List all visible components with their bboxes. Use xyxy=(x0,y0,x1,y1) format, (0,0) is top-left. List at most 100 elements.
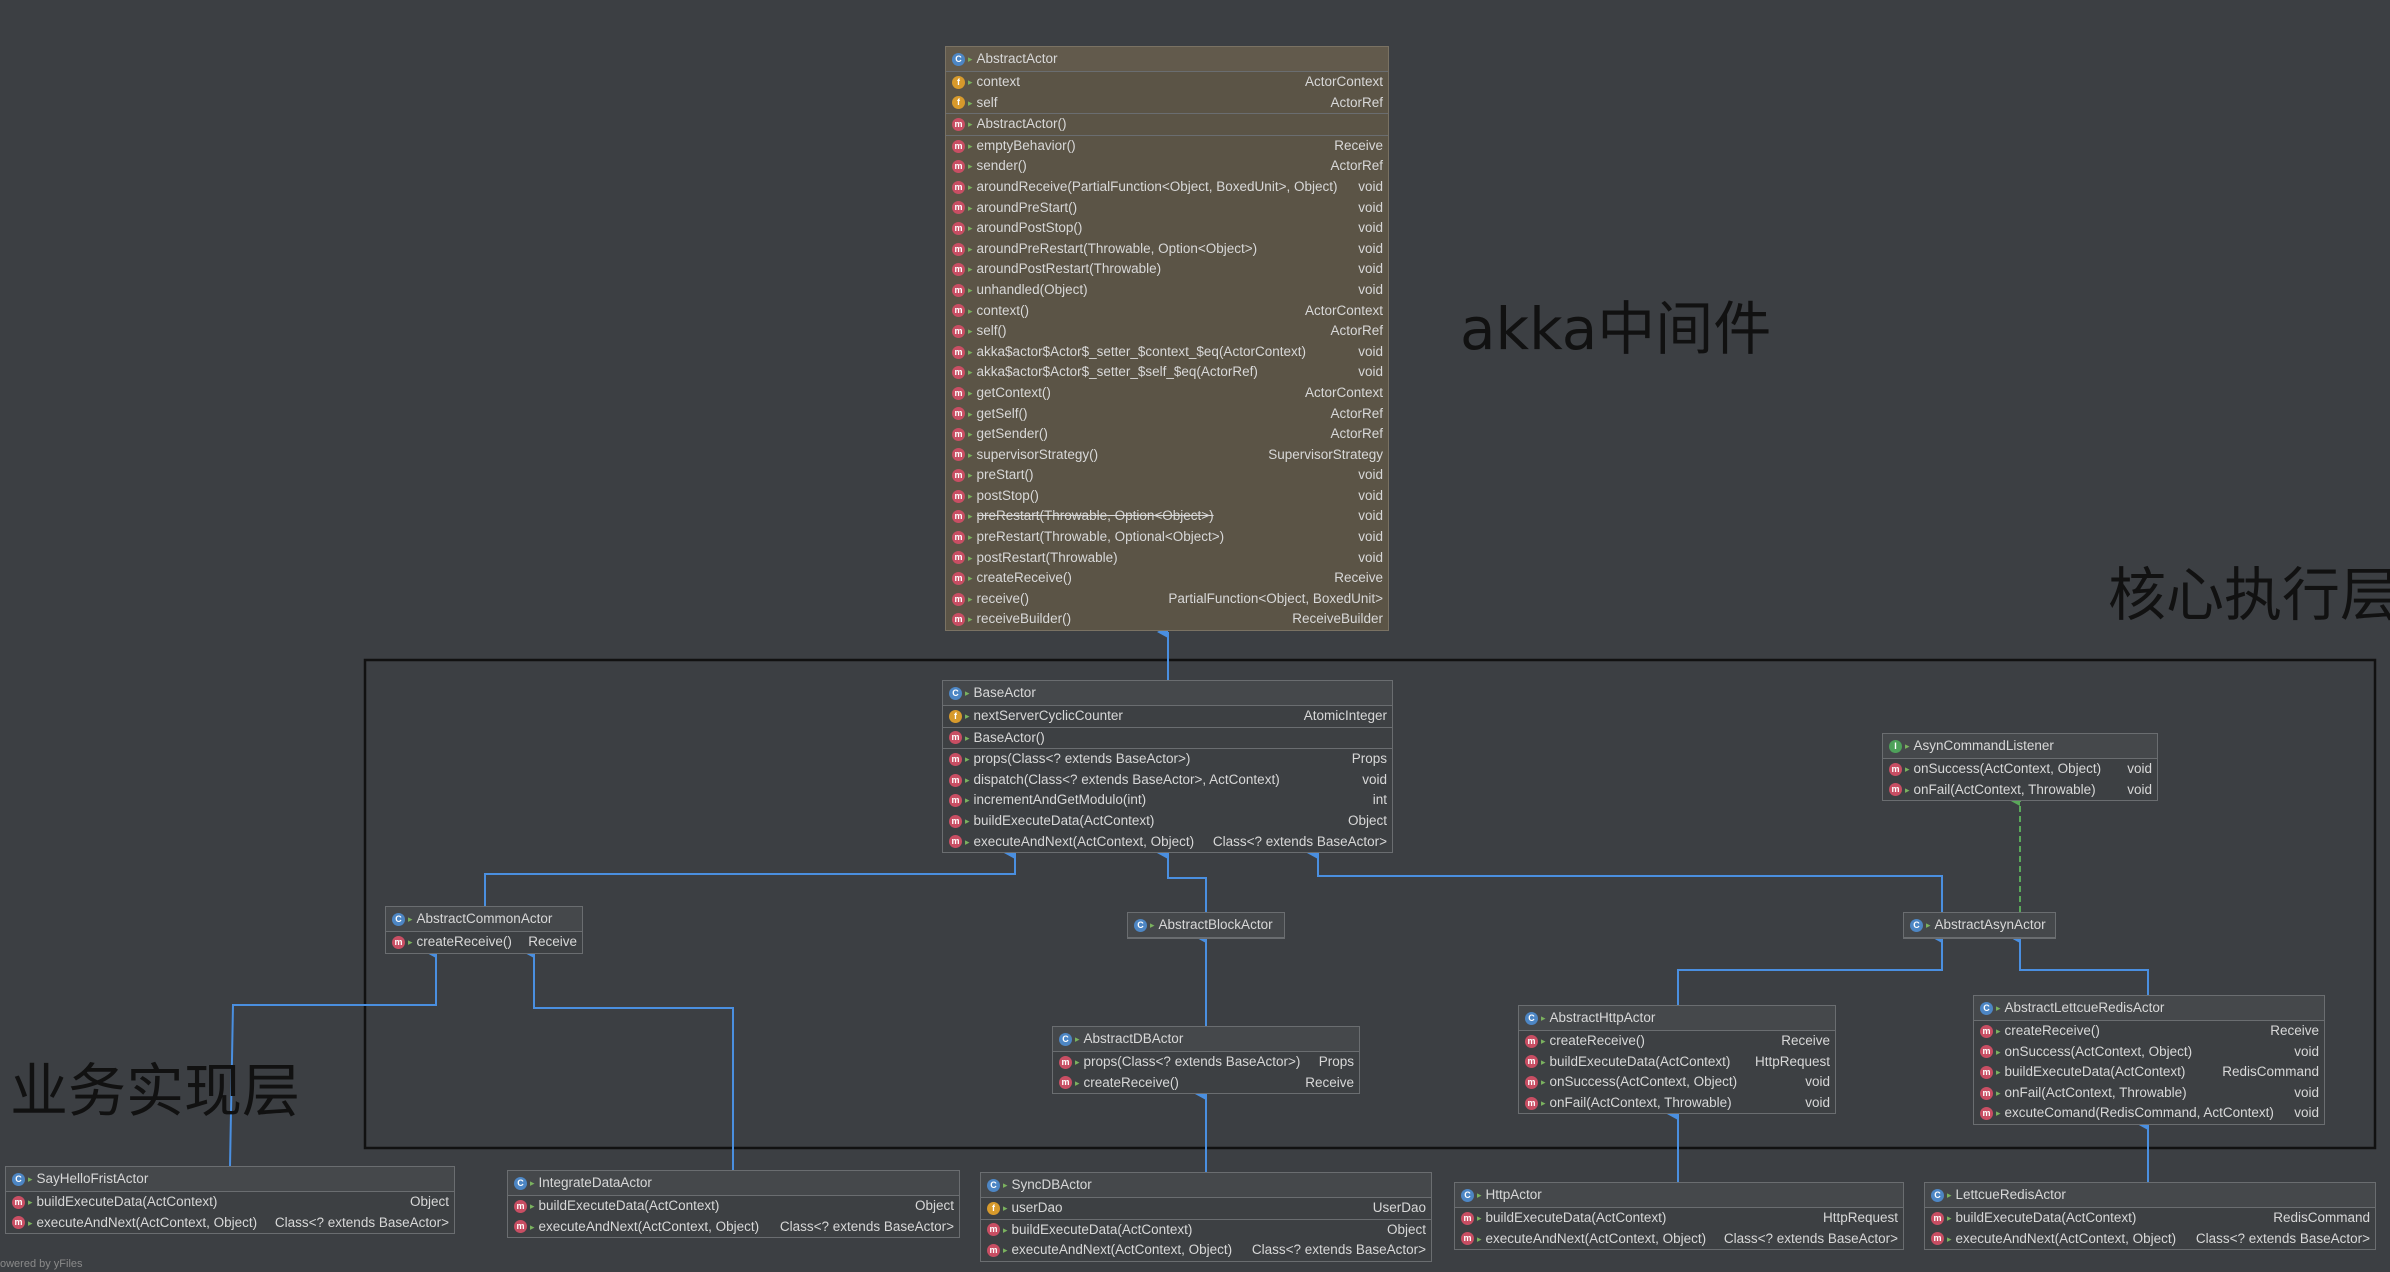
class-header[interactable]: C▸AbstractBlockActor xyxy=(1128,913,1284,938)
method-row[interactable]: m▸receiveBuilder()ReceiveBuilder xyxy=(946,609,1388,630)
class-header[interactable]: C▸SyncDBActor xyxy=(981,1173,1431,1198)
visibility-icon: ▸ xyxy=(1996,1046,2001,1057)
method-row[interactable]: m▸createReceive()Receive xyxy=(386,932,582,953)
method-icon: m xyxy=(952,139,965,153)
method-row[interactable]: m▸executeAndNext(ActContext, Object)Clas… xyxy=(1455,1229,1903,1250)
member-signature: m▸receive() xyxy=(952,589,1029,610)
method-row[interactable]: m▸props(Class<? extends BaseActor>)Props xyxy=(1053,1052,1359,1073)
method-row[interactable]: m▸incrementAndGetModulo(int)int xyxy=(943,790,1392,811)
method-row[interactable]: m▸buildExecuteData(ActContext)Object xyxy=(981,1220,1431,1241)
class-header[interactable]: I▸AsynCommandListener xyxy=(1883,734,2157,759)
method-row[interactable]: m▸onSuccess(ActContext, Object)void xyxy=(1883,759,2157,780)
method-row[interactable]: m▸dispatch(Class<? extends BaseActor>, A… xyxy=(943,770,1392,791)
method-row[interactable]: m▸buildExecuteData(ActContext)Object xyxy=(6,1192,454,1213)
class-header[interactable]: C▸LettcueRedisActor xyxy=(1925,1183,2375,1208)
method-row[interactable]: m▸aroundPostRestart(Throwable)void xyxy=(946,259,1388,280)
method-row[interactable]: m▸getContext()ActorContext xyxy=(946,383,1388,404)
method-row[interactable]: m▸akka$actor$Actor$_setter_$context_$eq(… xyxy=(946,342,1388,363)
method-row[interactable]: m▸aroundPreStart()void xyxy=(946,198,1388,219)
method-row[interactable]: m▸context()ActorContext xyxy=(946,301,1388,322)
method-row[interactable]: m▸sender()ActorRef xyxy=(946,156,1388,177)
method-row[interactable]: m▸preStart()void xyxy=(946,465,1388,486)
member-name: executeAndNext(ActContext, Object) xyxy=(1485,1230,1707,1246)
class-header[interactable]: C▸AbstractDBActor xyxy=(1053,1027,1359,1052)
member-type: ActorRef xyxy=(1330,158,1383,174)
member-signature: m▸executeAndNext(ActContext, Object) xyxy=(1931,1229,2176,1250)
method-row[interactable]: m▸preRestart(Throwable, Optional<Object>… xyxy=(946,527,1388,548)
method-row[interactable]: m▸onFail(ActContext, Throwable)void xyxy=(1974,1083,2324,1104)
method-row[interactable]: m▸aroundPreRestart(Throwable, Option<Obj… xyxy=(946,239,1388,260)
class-abstract-block-actor[interactable]: C▸AbstractBlockActor xyxy=(1127,912,1285,939)
class-abstract-asyn-actor[interactable]: C▸AbstractAsynActor xyxy=(1903,912,2056,939)
class-icon: C xyxy=(12,1172,25,1186)
method-row[interactable]: m▸excuteComand(RedisCommand, ActContext)… xyxy=(1974,1103,2324,1124)
method-row[interactable]: m▸createReceive()Receive xyxy=(946,568,1388,589)
method-row[interactable]: m▸executeAndNext(ActContext, Object)Clas… xyxy=(508,1217,959,1238)
method-row[interactable]: m▸self()ActorRef xyxy=(946,321,1388,342)
method-row[interactable]: m▸executeAndNext(ActContext, Object)Clas… xyxy=(943,832,1392,853)
method-row[interactable]: m▸executeAndNext(ActContext, Object)Clas… xyxy=(981,1240,1431,1261)
method-icon: m xyxy=(952,386,965,400)
method-row[interactable]: m▸buildExecuteData(ActContext)HttpReques… xyxy=(1519,1052,1835,1073)
method-row[interactable]: m▸getSelf()ActorRef xyxy=(946,404,1388,425)
method-row[interactable]: m▸buildExecuteData(ActContext)RedisComma… xyxy=(1974,1062,2324,1083)
method-row[interactable]: m▸props(Class<? extends BaseActor>)Props xyxy=(943,749,1392,770)
method-row[interactable]: m▸createReceive()Receive xyxy=(1053,1073,1359,1094)
class-header[interactable]: C▸IntegrateDataActor xyxy=(508,1171,959,1196)
method-row[interactable]: m▸supervisorStrategy()SupervisorStrategy xyxy=(946,445,1388,466)
class-header[interactable]: C▸AbstractAsynActor xyxy=(1904,913,2055,938)
method-row[interactable]: m▸preRestart(Throwable, Option<Object>)v… xyxy=(946,506,1388,527)
method-row[interactable]: m▸receive()PartialFunction<Object, Boxed… xyxy=(946,589,1388,610)
method-row[interactable]: m▸onFail(ActContext, Throwable)void xyxy=(1519,1093,1835,1114)
method-row[interactable]: m▸akka$actor$Actor$_setter_$self_$eq(Act… xyxy=(946,362,1388,383)
method-row[interactable]: m▸onSuccess(ActContext, Object)void xyxy=(1519,1072,1835,1093)
method-row[interactable]: m▸getSender()ActorRef xyxy=(946,424,1388,445)
method-row[interactable]: m▸onSuccess(ActContext, Object)void xyxy=(1974,1042,2324,1063)
method-row[interactable]: m▸buildExecuteData(ActContext)RedisComma… xyxy=(1925,1208,2375,1229)
method-row[interactable]: m▸emptyBehavior()Receive xyxy=(946,136,1388,157)
class-header[interactable]: C▸BaseActor xyxy=(943,681,1392,706)
class-name: AbstractDBActor xyxy=(1083,1031,1184,1046)
method-row[interactable]: m▸createReceive()Receive xyxy=(1519,1031,1835,1052)
method-row[interactable]: m▸executeAndNext(ActContext, Object)Clas… xyxy=(1925,1229,2375,1250)
class-header[interactable]: C▸AbstractLettcueRedisActor xyxy=(1974,996,2324,1021)
constructor-row[interactable]: m▸BaseActor() xyxy=(943,728,1392,749)
constructor-row[interactable]: m▸AbstractActor() xyxy=(946,114,1388,135)
method-row[interactable]: m▸onFail(ActContext, Throwable)void xyxy=(1883,780,2157,801)
method-row[interactable]: m▸buildExecuteData(ActContext)Object xyxy=(943,811,1392,832)
method-icon: m xyxy=(949,814,962,828)
method-row[interactable]: m▸unhandled(Object)void xyxy=(946,280,1388,301)
class-header[interactable]: C▸AbstractCommonActor xyxy=(386,907,582,932)
method-row[interactable]: m▸executeAndNext(ActContext, Object)Clas… xyxy=(6,1213,454,1234)
class-header[interactable]: C▸SayHelloFristActor xyxy=(6,1167,454,1192)
method-row[interactable]: m▸createReceive()Receive xyxy=(1974,1021,2324,1042)
method-row[interactable]: m▸postRestart(Throwable)void xyxy=(946,548,1388,569)
class-header[interactable]: C▸AbstractHttpActor xyxy=(1519,1006,1835,1031)
class-header[interactable]: C▸HttpActor xyxy=(1455,1183,1903,1208)
method-row[interactable]: m▸aroundPostStop()void xyxy=(946,218,1388,239)
class-header[interactable]: C▸AbstractActor xyxy=(946,47,1388,72)
method-row[interactable]: m▸buildExecuteData(ActContext)Object xyxy=(508,1196,959,1217)
method-row[interactable]: m▸buildExecuteData(ActContext)HttpReques… xyxy=(1455,1208,1903,1229)
method-row[interactable]: m▸aroundReceive(PartialFunction<Object, … xyxy=(946,177,1388,198)
member-signature: m▸AbstractActor() xyxy=(952,114,1067,135)
method-row[interactable]: m▸postStop()void xyxy=(946,486,1388,507)
member-name: getContext() xyxy=(976,384,1051,400)
